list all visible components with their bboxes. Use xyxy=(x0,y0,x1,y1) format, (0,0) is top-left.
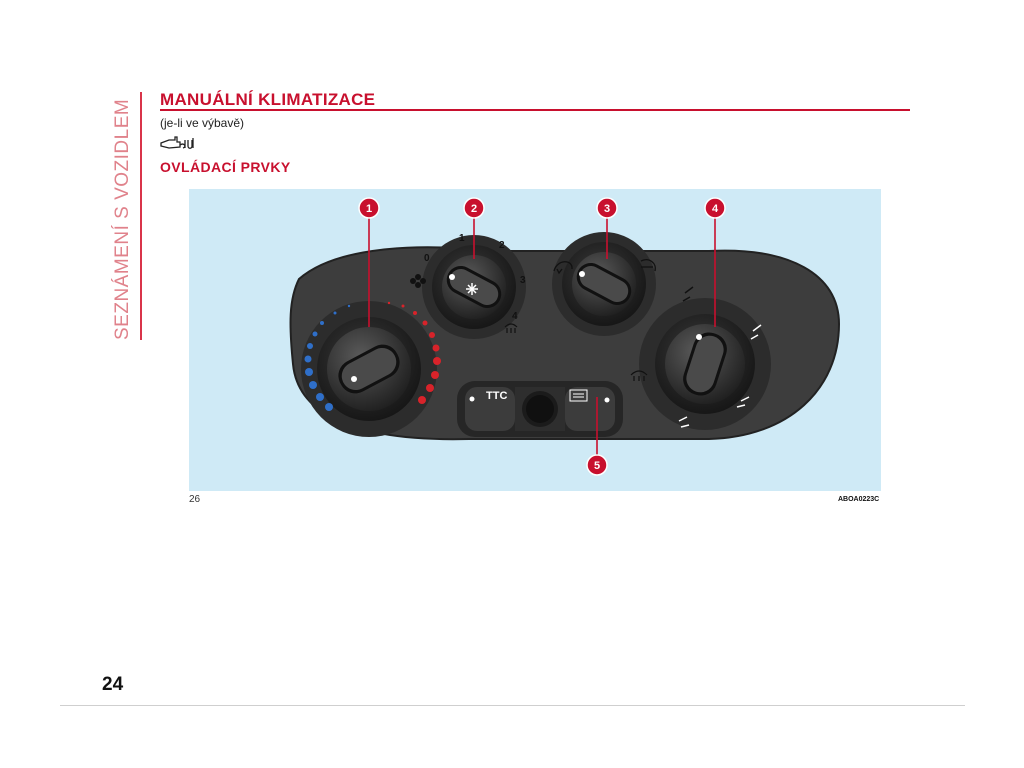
svg-text:4: 4 xyxy=(712,203,719,215)
climate-control-figure: 0 1 2 3 4 xyxy=(189,189,881,491)
section-title: MANUÁLNÍ KLIMATIZACE xyxy=(160,90,376,109)
figure-code: ABOA0223C xyxy=(838,496,880,503)
title-rule xyxy=(160,109,910,111)
cold-scale-dots xyxy=(304,304,351,411)
fan-speed-label-3: 3 xyxy=(520,275,526,286)
svg-text:5: 5 xyxy=(594,460,600,472)
fan-speed-label-1: 1 xyxy=(459,233,465,244)
air-distribution-knob[interactable] xyxy=(639,298,771,430)
side-header: SEZNÁMENÍ S VOZIDLEM xyxy=(112,98,133,340)
svg-text:1: 1 xyxy=(366,203,372,215)
hot-scale-dots xyxy=(387,301,441,404)
side-rule xyxy=(140,92,142,340)
callout-4: 4 xyxy=(704,197,726,219)
airflow-feet-icon xyxy=(736,396,750,408)
callout-5: 5 xyxy=(586,454,608,476)
fan-icon xyxy=(410,274,426,288)
section-heading: OVLÁDACÍ PRVKY xyxy=(160,159,291,175)
bottom-rule xyxy=(60,705,965,706)
speaker-grille xyxy=(515,387,565,431)
svg-text:3: 3 xyxy=(604,203,610,215)
fan-speed-label-0: 0 xyxy=(424,253,430,264)
recirculation-icon xyxy=(553,261,573,275)
fresh-air-icon xyxy=(640,259,656,272)
svg-text:2: 2 xyxy=(471,203,477,215)
callout-3: 3 xyxy=(596,197,618,219)
ttc-button[interactable]: TTC xyxy=(465,387,515,431)
callout-leaders xyxy=(368,216,716,457)
figure-number: 26 xyxy=(189,494,201,505)
fan-speed-label-4: 4 xyxy=(512,311,518,322)
windscreen-defrost-icon xyxy=(630,370,648,381)
defrost-icon xyxy=(504,323,518,333)
callout-1: 1 xyxy=(358,197,380,219)
ttc-button-label: TTC xyxy=(486,390,507,402)
airflow-face-icon xyxy=(682,286,694,302)
fan-speed-label-2: 2 xyxy=(499,240,505,251)
airflow-defrost-feet-icon xyxy=(678,416,690,428)
callout-2: 2 xyxy=(463,197,485,219)
recirculation-knob[interactable] xyxy=(552,232,656,336)
hand-pointer-icon xyxy=(160,136,194,149)
page-number: 24 xyxy=(102,674,124,695)
snowflake-icon xyxy=(466,283,478,295)
section-subtitle: (je-li ve výbavě) xyxy=(160,116,245,130)
rear-defrost-button[interactable] xyxy=(565,387,615,431)
airflow-face-feet-icon xyxy=(750,324,762,340)
temperature-knob[interactable] xyxy=(301,301,437,437)
